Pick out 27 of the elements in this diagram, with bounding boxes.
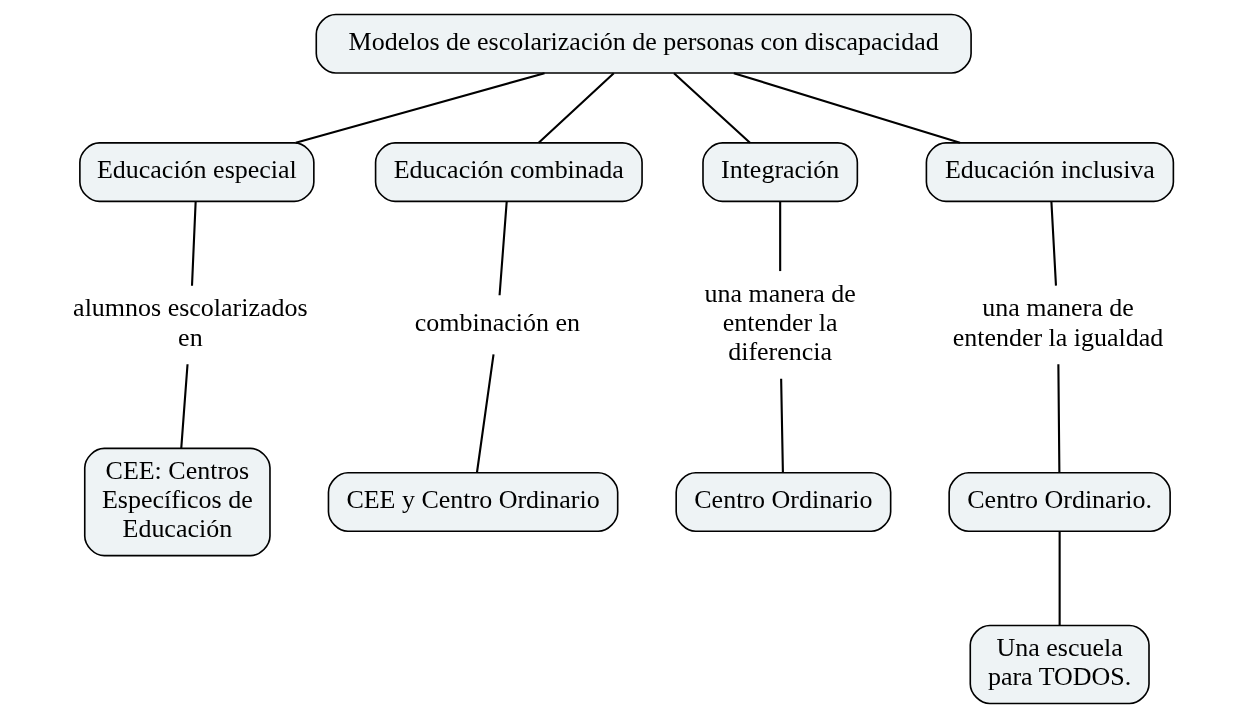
connector [733,72,960,144]
node-box: Educación inclusiva [925,142,1174,203]
connector [778,201,781,272]
node-box: Integración [701,142,858,203]
connector [179,364,189,449]
node-text: alumnos escolarizados en [72,293,308,352]
node-box: Una escuela para TODOS. [968,624,1150,705]
node-box: Centro Ordinario. [947,471,1171,533]
node-text: combinación en [414,308,580,338]
node-box: CEE y Centro Ordinario [327,471,618,533]
connector [475,354,495,473]
node-box: Educación combinada [374,142,643,203]
node-text: una manera de entender la diferencia [703,278,856,367]
connector [1049,201,1057,286]
connector [779,378,784,473]
connector [190,201,197,286]
connector [1058,531,1061,626]
connector [672,72,751,144]
connector [1056,364,1060,473]
connector [498,201,508,296]
node-box: Educación especial [78,142,315,203]
connector [294,72,545,144]
node-box: Modelos de escolarización de personas con discapacidad [314,13,972,74]
node-box: CEE: Centros Específicos de Educación [83,447,271,557]
node-text: una manera de entender la igualdad [952,293,1163,352]
connector [537,72,614,144]
node-box: Centro Ordinario [674,471,891,533]
